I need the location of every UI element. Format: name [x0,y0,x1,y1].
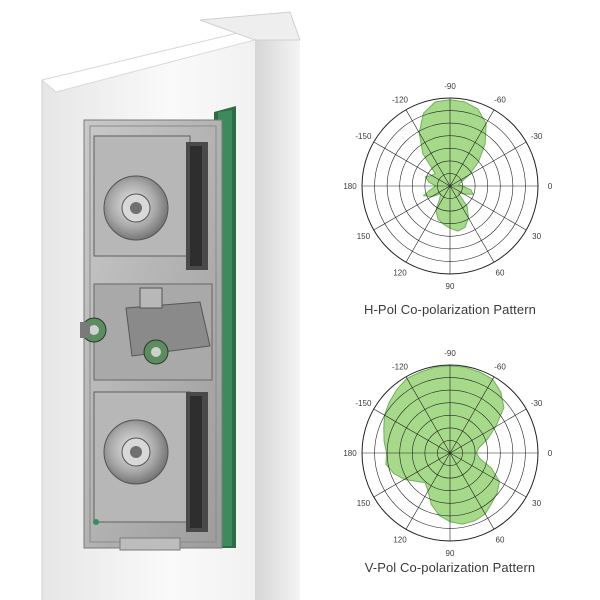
h-pol-angle-label: 120 [393,269,407,278]
h-pol-grid-spoke [405,185,451,263]
v-pol-angle-label: -120 [392,362,409,371]
v-pol-grid-spoke [449,452,495,530]
h-pol-pattern-area [418,99,487,232]
v-pol-angle-label: 60 [496,536,505,545]
bottom-connector [119,537,181,551]
h-pol-grid-spoke [405,109,451,187]
v-pol-angle-label: 150 [357,499,371,508]
h-pol-angle-label: -120 [392,95,409,104]
h-pol-angle-label: 150 [357,232,371,241]
v-pol-grid-spoke [449,376,495,454]
h-pol-angle-label: -30 [531,132,543,141]
v-pol-angle-label: 120 [393,536,407,545]
v-pol-angle-label: 30 [532,499,541,508]
feed-assembly [80,283,213,381]
h-pol-caption: H-Pol Co-polarization Pattern [364,302,536,317]
h-pol-grid-spoke [373,141,451,187]
upper-patch-element [93,135,208,270]
v-pol-angle-label: -90 [444,349,456,358]
v-pol-grid-spoke [449,452,527,498]
h-pol-angle-label: -60 [494,95,506,104]
v-pol-grid-spoke [373,408,451,454]
v-pol-angle-label: 90 [446,549,455,558]
v-pol-pattern-area [383,365,505,525]
v-pol-grid-spoke [405,452,451,530]
v-pol-angle-label: 180 [343,449,357,458]
v-pol-polar-chart: -90 -60 -30 0 30 60 90 120 150 180 -150 -120 [343,349,553,558]
h-pol-grid-spoke [449,109,495,187]
lower-patch-element [93,391,208,532]
h-pol-grid-spoke [449,185,527,231]
h-pol-angle-label: 90 [446,282,455,291]
h-pol-angle-label: 30 [532,232,541,241]
v-pol-grid-spoke [405,376,451,454]
h-pol-angle-label: 180 [343,182,357,191]
v-pol-angle-label: -150 [355,399,372,408]
h-pol-polar-chart: -90 -60 -30 0 30 60 90 120 150 180 -150 -120 [343,82,553,291]
v-pol-caption: V-Pol Co-polarization Pattern [364,560,536,575]
h-pol-angle-label: 0 [548,182,553,191]
v-pol-angle-label: -30 [531,399,543,408]
v-pol-angle-label: 0 [548,449,553,458]
h-pol-grid-spoke [373,185,451,231]
v-pol-grid-spoke [373,452,451,498]
v-pol-angle-label: -60 [494,362,506,371]
h-pol-angle-label: 60 [496,269,505,278]
h-pol-angle-label: -90 [444,82,456,91]
antenna-product-illustration [40,11,300,600]
v-pol-grid-spoke [449,408,527,454]
h-pol-angle-label: -150 [355,132,372,141]
h-pol-grid-spoke [449,185,495,263]
h-pol-grid-spoke [449,141,527,187]
